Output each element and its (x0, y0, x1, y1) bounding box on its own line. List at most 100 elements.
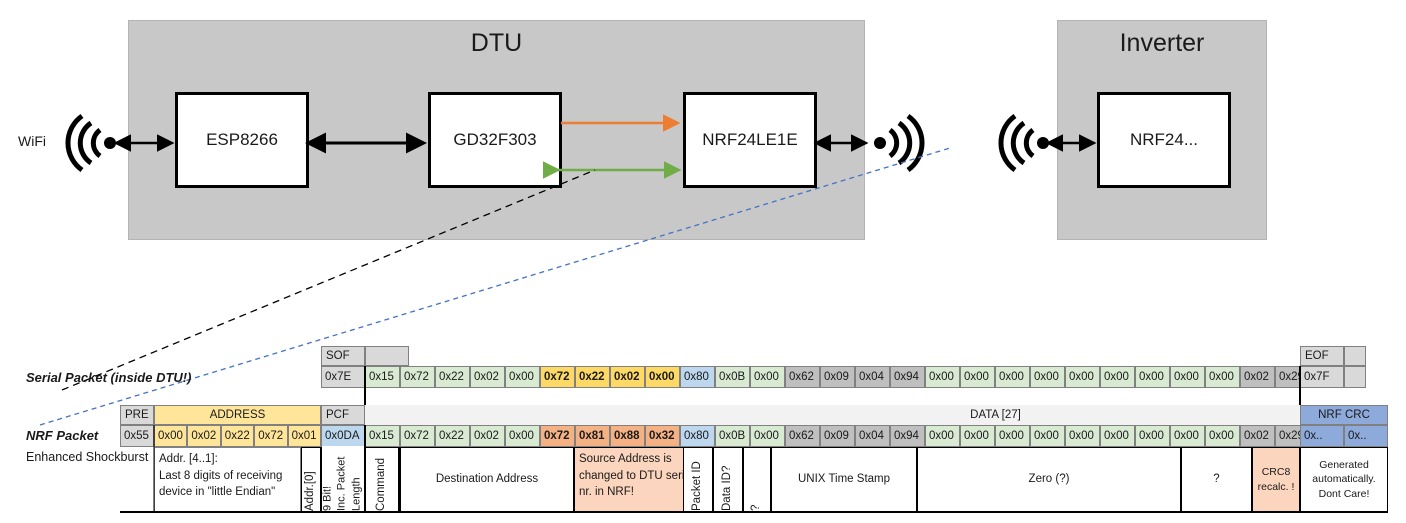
byte-cell: 0x00 (1065, 425, 1100, 447)
chip-nrf24le1e-label: NRF24LE1E (702, 130, 798, 149)
nrf-payload-header-left (365, 405, 691, 425)
byte-cell: 0x80 (680, 425, 715, 447)
address-byte-cell: 0x22 (220, 425, 255, 447)
wifi-label: WiFi (18, 133, 46, 149)
byte-cell: 0x02 (470, 425, 505, 447)
byte-cell: 0x81 (575, 425, 610, 447)
byte-cell: 0x22 (435, 366, 470, 388)
inverter-title: Inverter (1119, 29, 1205, 57)
chip-nrf24-label: NRF24... (1129, 130, 1199, 149)
dtu-title: DTU (470, 29, 523, 57)
desc-zero: Zero (?) (917, 447, 1181, 512)
byte-cell: 0x04 (855, 425, 890, 447)
desc-address: Addr. [4..1]: Last 8 digits of receiving… (154, 447, 301, 512)
byte-cell: 0x02 (1240, 425, 1275, 447)
address-byte-cell: 0x02 (187, 425, 221, 447)
block-diagram: DTU Inverter ESP8266 GD32F303 NRF24LE1E … (0, 0, 1406, 426)
address-byte-cell: 0x72 (254, 425, 288, 447)
desc-packet-length-line1: 9 Bit! (322, 446, 335, 511)
desc-timestamp: UNIX Time Stamp (771, 447, 917, 512)
desc-unknown-2: ? (1181, 447, 1252, 512)
nrf-data-header: DATA [27] (691, 405, 1300, 425)
byte-cell: 0x72 (540, 425, 575, 447)
byte-cell: 0x32 (645, 425, 680, 447)
byte-cell: 0x00 (960, 425, 995, 447)
address-byte-cell: 0x01 (287, 425, 321, 447)
serial-sof-value: 0x7E (321, 366, 365, 388)
byte-cell: 0x09 (820, 425, 855, 447)
desc-packet-length-line3: Length (350, 446, 365, 511)
serial-eof-value: 0x7F (1300, 366, 1344, 388)
byte-cell: 0x00 (995, 366, 1030, 388)
byte-cell: 0x00 (1030, 366, 1065, 388)
byte-cell: 0x00 (960, 366, 995, 388)
nrf-packet-sublabel: Enhanced Shockburst (26, 450, 149, 464)
desc-packet-length: 9 Bit! Inc. Packet Length (321, 446, 365, 512)
byte-cell: 0x02 (610, 366, 645, 388)
byte-cell: 0x00 (925, 425, 960, 447)
byte-cell: 0x00 (505, 366, 540, 388)
byte-cell: 0x22 (575, 366, 610, 388)
byte-cell: 0x00 (1135, 425, 1170, 447)
desc-packet-id: Packet ID (683, 447, 713, 512)
byte-cell: 0x00 (925, 366, 960, 388)
byte-cell: 0x02 (470, 366, 505, 388)
byte-cell: 0x09 (820, 366, 855, 388)
byte-cell: 0x80 (680, 366, 715, 388)
byte-cell: 0x00 (750, 366, 785, 388)
byte-cell: 0x00 (505, 425, 540, 447)
desc-crc-note: Generated automatically. Dont Care! (1300, 447, 1388, 512)
byte-cell: 0x62 (785, 425, 820, 447)
byte-cell: 0x15 (365, 425, 400, 447)
byte-cell: 0x00 (1135, 366, 1170, 388)
byte-cell: 0x00 (750, 425, 785, 447)
byte-cell: 0x15 (365, 366, 400, 388)
byte-cell: 0x00 (1100, 425, 1135, 447)
nrf-pcf-header: PCF (321, 405, 365, 425)
byte-cell: 0x72 (400, 425, 435, 447)
nrf-crc-header: NRF CRC (1300, 405, 1388, 425)
byte-cell: 0x00 (1205, 425, 1240, 447)
byte-cell: 0x00 (645, 366, 680, 388)
chip-esp8266-label: ESP8266 (206, 130, 278, 149)
byte-cell: 0x72 (400, 366, 435, 388)
chip-gd32f303-label: GD32F303 (453, 130, 537, 149)
nrf-pre-value: 0x55 (120, 425, 154, 447)
byte-cell: 0x88 (610, 425, 645, 447)
nrf-address-header: ADDRESS (154, 405, 321, 425)
desc-addr0: Addr.[0] (301, 447, 321, 512)
chip-nrf24: NRF24... (1097, 92, 1231, 188)
byte-cell: 0x72 (540, 366, 575, 388)
byte-cell: 0x0B (715, 425, 750, 447)
byte-cell: 0x02 (1240, 366, 1275, 388)
byte-cell: 0x00 (1205, 366, 1240, 388)
serial-packet-label: Serial Packet (inside DTU!) (26, 370, 192, 385)
byte-cell: 0x62 (785, 366, 820, 388)
nrf-pcf-value: 0x0DA (321, 425, 365, 447)
byte-cell: 0x00 (1170, 366, 1205, 388)
byte-cell: 0x00 (1100, 366, 1135, 388)
byte-cell: 0x04 (855, 366, 890, 388)
desc-packet-length-line2: Inc. Packet (335, 446, 350, 511)
byte-cell: 0x00 (1170, 425, 1205, 447)
byte-cell: 0x00 (995, 425, 1030, 447)
nrf-pre-header: PRE (120, 405, 154, 425)
address-byte-cell: 0x00 (154, 425, 188, 447)
serial-sof-header: SOF (321, 346, 365, 366)
serial-eof-value-filler (1344, 366, 1366, 388)
byte-cell: 0x0B (715, 366, 750, 388)
byte-cell: 0x22 (435, 425, 470, 447)
desc-crc8: CRC8 recalc. ! (1252, 447, 1300, 512)
serial-eof-header: EOF (1300, 346, 1344, 366)
byte-cell: 0x00 (1030, 425, 1065, 447)
serial-sof-filler (365, 346, 409, 366)
byte-cell: 0x94 (890, 425, 925, 447)
desc-command: Command (365, 447, 400, 512)
desc-unknown-1: ? (743, 447, 771, 512)
desc-destination: Destination Address (400, 447, 574, 512)
byte-cell: 0x00 (1065, 366, 1100, 388)
nrf-packet-label: NRF Packet (26, 428, 99, 443)
desc-data-id: Data ID? (713, 447, 743, 512)
crc-byte-cell: 0x.. (1344, 425, 1388, 447)
